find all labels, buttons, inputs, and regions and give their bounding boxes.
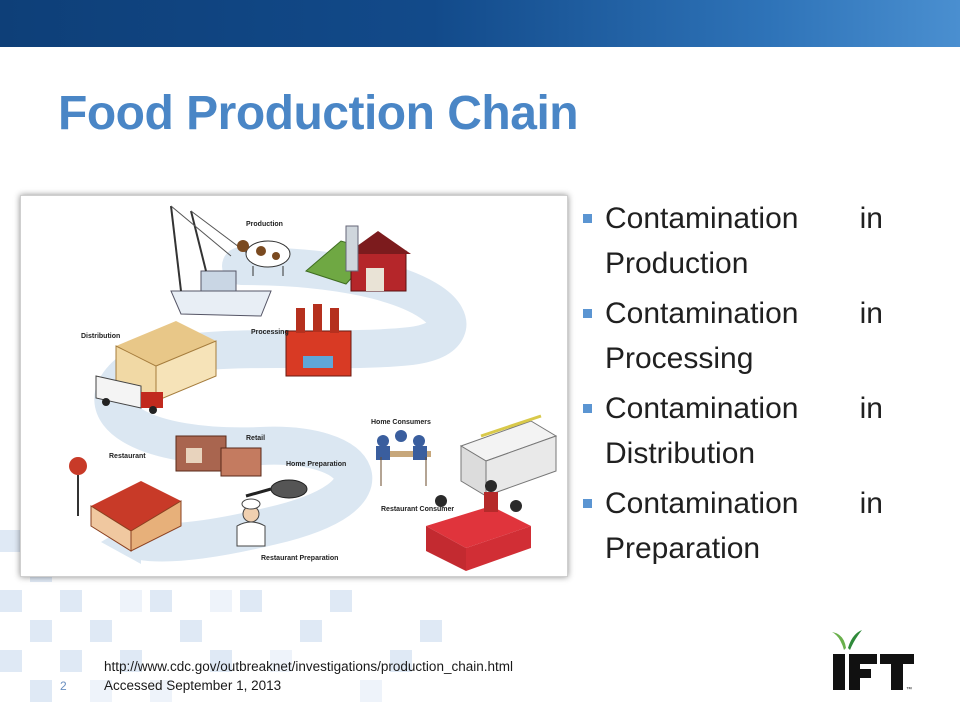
bullet-square-icon — [583, 499, 592, 508]
bullet-square-icon — [583, 309, 592, 318]
barn-icon — [345, 225, 411, 292]
label-home-consumers: Home Consumers — [371, 419, 431, 426]
home-consumers-icon — [376, 430, 431, 486]
truck-icon — [95, 375, 163, 414]
label-retail: Retail — [246, 435, 265, 442]
label-distribution: Distribution — [81, 333, 120, 340]
bullet-square-icon — [583, 214, 592, 223]
cow-icon — [237, 240, 291, 276]
source-citation: http://www.cdc.gov/outbreaknet/investiga… — [104, 657, 513, 695]
decorative-pixel-pattern — [0, 530, 442, 702]
slide-title: Food Production Chain — [58, 87, 579, 140]
bullet-square-icon — [583, 404, 592, 413]
label-restaurant: Restaurant — [109, 453, 146, 460]
restaurant-table-icon — [426, 480, 531, 571]
label-processing: Processing — [251, 329, 289, 336]
restaurant-icon — [69, 457, 182, 552]
factory-icon — [285, 304, 352, 377]
buffet-counter-icon — [459, 414, 558, 497]
label-home-preparation: Home Preparation — [286, 461, 346, 468]
ift-logo: ™ — [832, 630, 914, 693]
label-restaurant-preparation: Restaurant Preparation — [261, 555, 338, 562]
label-production: Production — [246, 221, 283, 228]
retail-store-icon — [175, 435, 262, 477]
food-chain-illustration: Production Processing Distribution Retai… — [20, 195, 568, 577]
svg-text:™: ™ — [906, 686, 912, 693]
chef-icon — [236, 498, 266, 547]
fishing-boat-icon — [170, 205, 272, 317]
source-accessed: Accessed September 1, 2013 — [104, 678, 282, 693]
slide-number: 2 — [60, 679, 67, 693]
top-banner — [0, 0, 960, 47]
warehouse-icon — [115, 321, 217, 402]
frying-pan-icon — [245, 479, 308, 499]
label-restaurant-consumer: Restaurant Consumer — [381, 506, 454, 513]
source-url[interactable]: http://www.cdc.gov/outbreaknet/investiga… — [104, 659, 513, 674]
